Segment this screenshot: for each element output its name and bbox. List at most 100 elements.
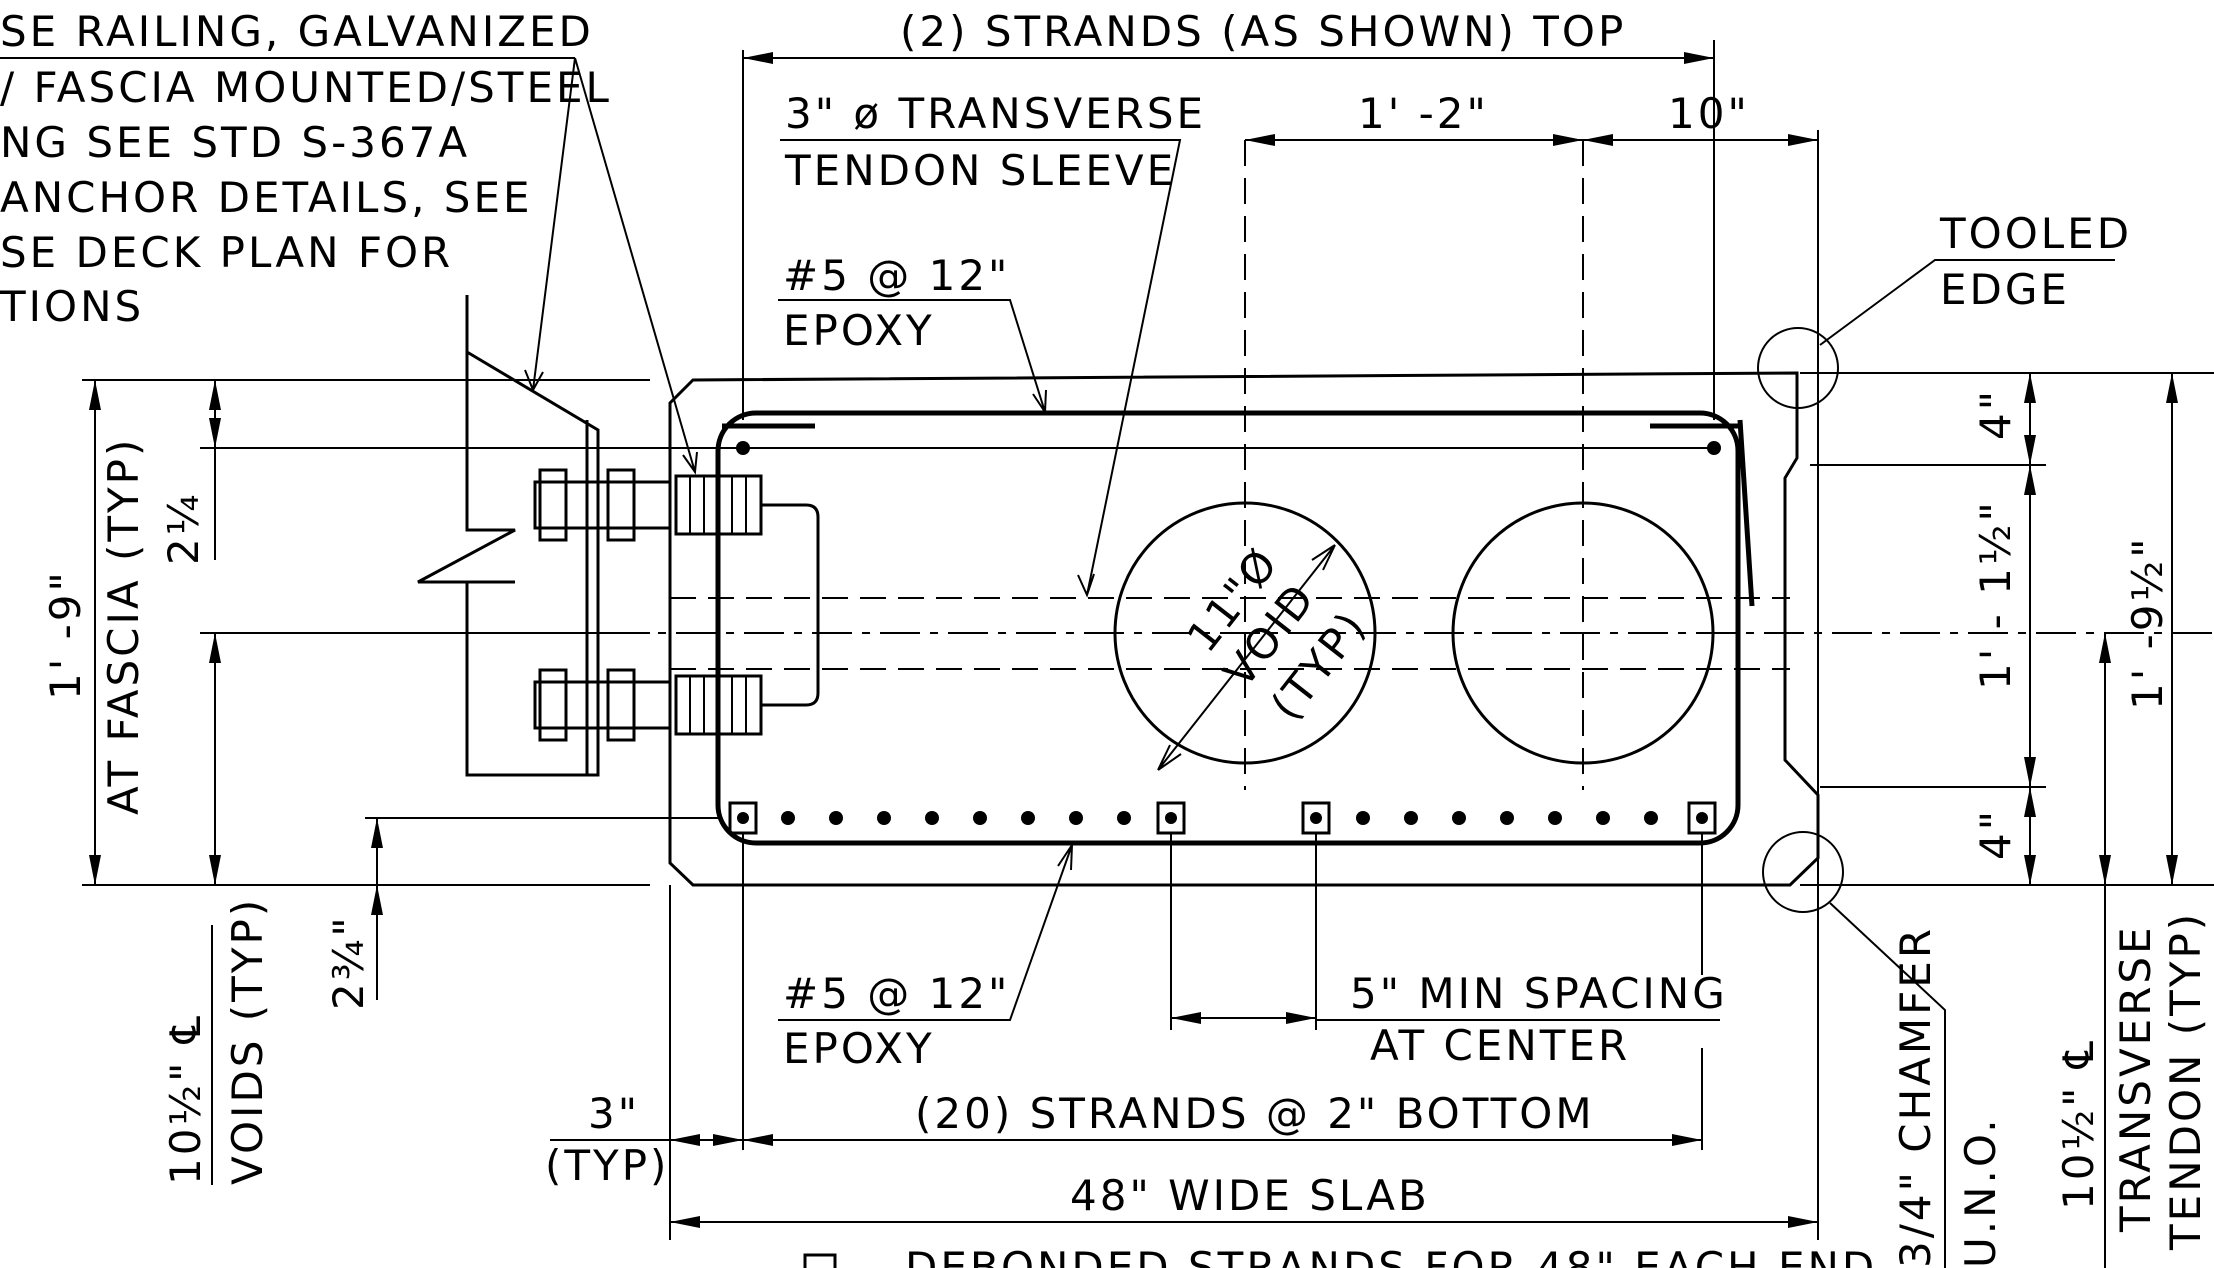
strand (737, 812, 749, 824)
nut-top-1 (538, 468, 568, 542)
chamfer-note: 3/4" CHAMFER U.N.O. (1762, 831, 2005, 1268)
void-diameter-line (1157, 544, 1336, 771)
railing-note-line-6: TIONS (0, 282, 144, 331)
chamfer-leader (1829, 902, 1946, 1268)
strand (877, 811, 891, 825)
left-dimensions: 1' -9" AT FASCIA (TYP) 2¼ 2¾" 10½" ℄ VOI… (41, 379, 720, 1185)
strand (1500, 811, 1514, 825)
strand (925, 811, 939, 825)
strand (1404, 811, 1418, 825)
nut-bottom-2 (606, 668, 636, 742)
strand (781, 811, 795, 825)
strand (973, 811, 987, 825)
debond-legend-symbol (803, 1253, 837, 1268)
strand (1548, 811, 1562, 825)
top-bar-line-1: #5 @ 12" (783, 251, 1010, 300)
strand (1069, 811, 1083, 825)
strand (1452, 811, 1466, 825)
edge-to-void-label: 10" (1668, 89, 1750, 138)
strand (1356, 811, 1370, 825)
top-bar-line-2: EPOXY (783, 306, 935, 355)
strand (1644, 811, 1658, 825)
railing-note-line-2: / FASCIA MOUNTED/STEEL (0, 63, 612, 112)
anchor-bolt-bottom (533, 680, 672, 730)
overall-height-label: 1' -9½" (2123, 535, 2172, 710)
tooled-edge-leader (1819, 259, 2115, 346)
strands-top-label: (2) STRANDS (AS SHOWN) TOP (900, 7, 1626, 56)
void-center-note: VOIDS (TYP) (223, 897, 272, 1185)
chamfer-line-1: 3/4" CHAMFER (1891, 926, 1940, 1268)
anchor-loop (761, 503, 820, 707)
tooled-edge-line-1: TOOLED (1939, 209, 2132, 258)
edge-offset-note: (TYP) (545, 1141, 669, 1190)
strands-top-dimension: (2) STRANDS (AS SHOWN) TOP (742, 7, 1715, 420)
railing-leader-2 (574, 57, 698, 475)
anchor-coil-turns (689, 476, 747, 734)
tendon-center-arrows (2099, 633, 2111, 885)
right-mid-label: 1' - 1½" (1971, 499, 2020, 690)
railing-note-line-5: SE DECK PLAN FOR (0, 228, 453, 277)
void-centerlines (1244, 140, 1584, 790)
railing-note: SE RAILING, GALVANIZED / FASCIA MOUNTED/… (0, 7, 698, 475)
strand (1310, 812, 1322, 824)
right-extension-lines (1800, 372, 2214, 886)
bottom-cover-label: 2¾" (324, 914, 373, 1010)
railing-post-profile (417, 295, 600, 777)
slab-width-label: 48" WIDE SLAB (1070, 1171, 1430, 1220)
right-dimensions: 4" 1' - 1½" 4" 1' -9½" 10½" ℄ TRANSVERSE… (1800, 372, 2214, 1268)
void-spacing-label: 1' -2" (1358, 89, 1489, 138)
strand (1596, 811, 1610, 825)
bottom-bar-line-1: #5 @ 12" (783, 969, 1010, 1018)
bottom-bar-leader (778, 841, 1074, 1021)
anchor-bolt-top (533, 480, 672, 530)
bottom-strands (728, 801, 1717, 835)
nut-bottom-1 (538, 668, 568, 742)
strands-top-dim-line (742, 40, 1715, 420)
top-bar-hooks (722, 419, 1755, 607)
strand (1165, 812, 1177, 824)
bottom-dimensions: (20) STRANDS @ 2" BOTTOM 3" (TYP) 48" WI… (545, 833, 1877, 1268)
tendon-sleeve-line-2: TENDON SLEEVE (784, 146, 1176, 195)
bottom-bar-line-2: EPOXY (783, 1024, 935, 1073)
tooled-edge-note: TOOLED EDGE (1757, 209, 2132, 409)
tendon-sleeve-leader (780, 139, 1182, 598)
strand (1021, 811, 1035, 825)
railing-post (417, 295, 820, 777)
railing-note-line-4: ANCHOR DETAILS, SEE (0, 173, 533, 222)
tendon-sleeve-note: 3" ø TRANSVERSE TENDON SLEEVE (780, 89, 1206, 598)
top-cover-label: 2¼ (159, 492, 208, 565)
bottom-cover-arrows (371, 818, 383, 915)
min-spacing-arrows (1171, 1012, 1316, 1024)
strand (1696, 812, 1708, 824)
railing-note-line-1: SE RAILING, GALVANIZED (0, 7, 594, 56)
railing-note-line-3: NG SEE STD S-367A (0, 118, 470, 167)
bottom-cover-line (365, 817, 720, 1000)
void-spacing-dimension: 1' -2" 10" (1245, 89, 1819, 1240)
min-spacing-line-2: AT CENTER (1370, 1021, 1630, 1070)
strands-bottom-label: (20) STRANDS @ 2" BOTTOM (915, 1089, 1595, 1138)
top-bar-note: #5 @ 12" EPOXY (778, 251, 1047, 416)
tendon-sleeve-line-1: 3" ø TRANSVERSE (785, 89, 1206, 138)
min-spacing-dimension: 5" MIN SPACING AT CENTER (1170, 833, 1728, 1150)
stirrup-bar (715, 410, 1741, 846)
tendon-center-note-1: TRANSVERSE (2111, 924, 2160, 1233)
min-spacing-line-1: 5" MIN SPACING (1350, 969, 1728, 1018)
tendon-center-label: 10½" ℄ (2054, 1038, 2103, 1210)
edge-offset-label: 3" (588, 1089, 640, 1138)
nut-top-2 (606, 468, 636, 542)
left-extension-lines (82, 379, 650, 886)
right-top-label: 4" (1971, 388, 2020, 440)
bottom-extension-lines (669, 833, 744, 1240)
void-center-label: 10½" ℄ (161, 1013, 210, 1185)
fascia-height-note: AT FASCIA (TYP) (99, 437, 148, 815)
strand (829, 811, 843, 825)
debond-note: DEBONDED STRANDS FOR 48" EACH END (905, 1243, 1877, 1268)
min-spacing-lines (1170, 833, 1317, 1030)
right-stack-arrows (2024, 373, 2036, 885)
slab-perimeter (668, 371, 1820, 887)
chamfer-line-2: U.N.O. (1956, 1116, 2005, 1268)
slab-outline (200, 371, 1820, 887)
chamfer-circle (1762, 831, 1844, 913)
tendon-center-note-2: TENDON (TYP) (2161, 911, 2210, 1251)
